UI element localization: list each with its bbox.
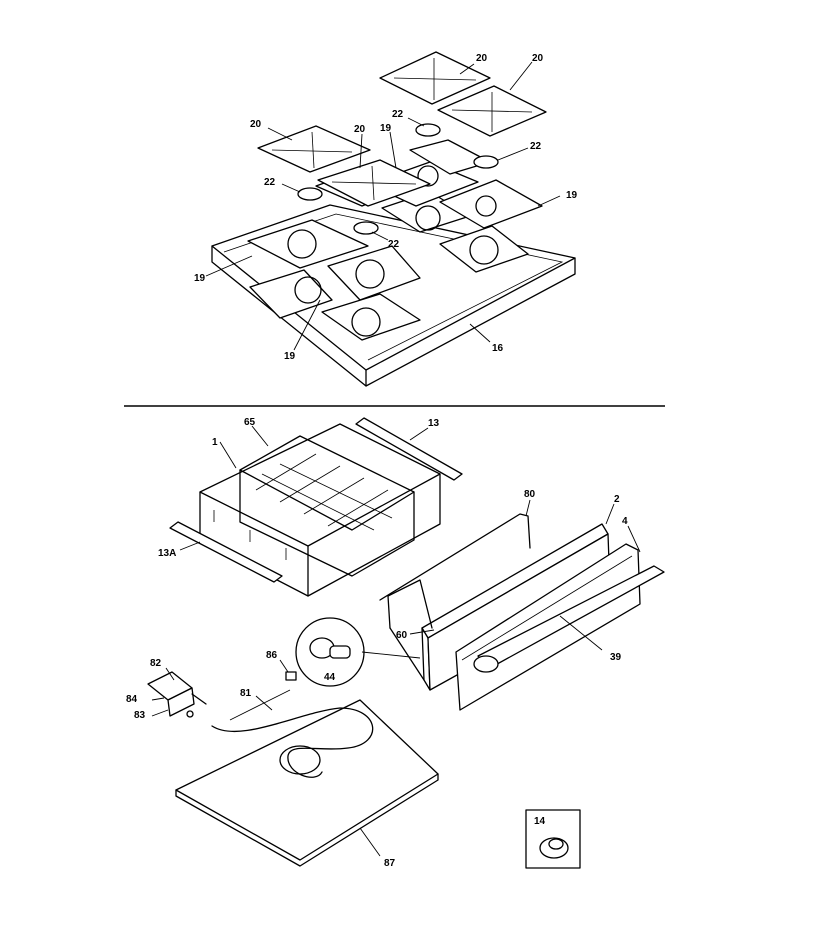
callout-39: 39 — [610, 652, 622, 663]
callout-20: 20 — [354, 124, 366, 135]
burner-tube-assembly — [175, 689, 439, 867]
callout-14: 14 — [534, 816, 546, 827]
bottom-callouts: 1 65 13 13A 80 2 4 60 39 44 86 82 84 83 … — [126, 417, 628, 869]
callout-84: 84 — [126, 694, 138, 705]
spark-igniter — [285, 671, 297, 681]
callout-1: 1 — [212, 437, 218, 448]
burner-grates — [257, 51, 547, 207]
broiler-drawer-box — [199, 423, 441, 597]
valve-knob-detail — [295, 617, 421, 687]
callout-19: 19 — [380, 123, 392, 134]
callout-20: 20 — [476, 53, 488, 64]
callout-87: 87 — [384, 858, 396, 869]
callout-2: 2 — [614, 494, 620, 505]
safety-valve — [147, 671, 207, 718]
callout-4: 4 — [622, 516, 628, 527]
callout-80: 80 — [524, 489, 536, 500]
callout-22: 22 — [392, 109, 404, 120]
callout-20: 20 — [532, 53, 544, 64]
callout-81: 81 — [240, 688, 252, 699]
callout-13: 13 — [428, 418, 440, 429]
burner-bowl-plates — [247, 191, 529, 341]
callout-22: 22 — [530, 141, 542, 152]
callout-22: 22 — [388, 239, 400, 250]
callout-20: 20 — [250, 119, 262, 130]
callout-13A: 13A — [158, 548, 176, 559]
callout-60: 60 — [396, 630, 408, 641]
callout-19: 19 — [194, 273, 206, 284]
callout-83: 83 — [134, 710, 146, 721]
broiler-rack — [239, 435, 415, 577]
callout-86: 86 — [266, 650, 278, 661]
drawer-rails — [169, 417, 463, 583]
bottom-leader-lines — [151, 425, 641, 857]
callout-44: 44 — [324, 672, 336, 683]
drawer-handle-bracket — [379, 513, 531, 601]
cooktop-callouts: 20 20 20 20 22 22 22 22 19 19 19 19 16 — [194, 53, 578, 362]
drawer-handle — [473, 565, 665, 673]
callout-16: 16 — [492, 343, 504, 354]
callout-19: 19 — [566, 190, 578, 201]
knob-detail-box — [525, 809, 581, 869]
callout-82: 82 — [150, 658, 162, 669]
cooktop-leader-lines — [205, 61, 561, 351]
burner-caps — [297, 123, 499, 235]
callout-65: 65 — [244, 417, 256, 428]
callout-22: 22 — [264, 177, 276, 188]
callout-19: 19 — [284, 351, 296, 362]
